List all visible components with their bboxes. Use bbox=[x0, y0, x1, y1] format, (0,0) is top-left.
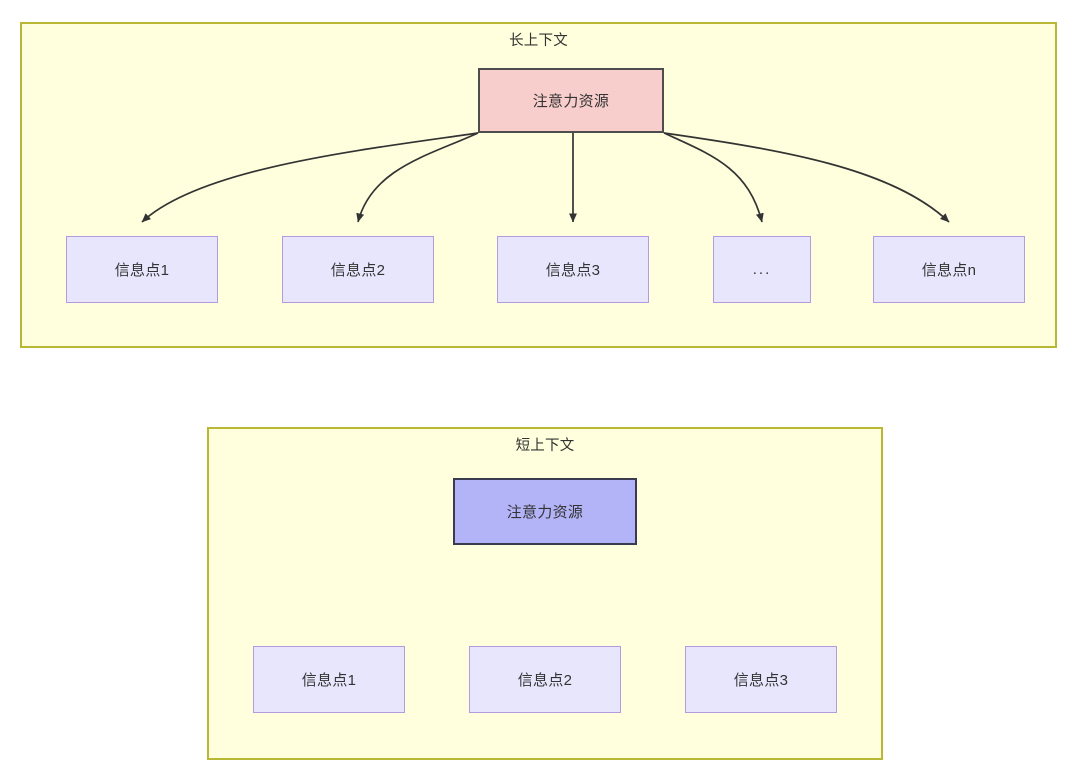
node-label: 信息点2 bbox=[517, 672, 573, 689]
node-label: 信息点n bbox=[921, 262, 977, 279]
node-label: 信息点2 bbox=[330, 262, 386, 279]
node-info-point-1-short[interactable]: 信息点1 bbox=[253, 646, 405, 713]
node-label: ... bbox=[752, 261, 772, 278]
node-info-point-3-long[interactable]: 信息点3 bbox=[497, 236, 649, 303]
node-attention-resource-long[interactable]: 注意力资源 bbox=[478, 68, 664, 133]
node-info-point-2-long[interactable]: 信息点2 bbox=[282, 236, 434, 303]
node-info-point-1-long[interactable]: 信息点1 bbox=[66, 236, 218, 303]
node-label: 信息点1 bbox=[114, 262, 170, 279]
node-label: 信息点3 bbox=[545, 262, 601, 279]
node-label: 信息点3 bbox=[733, 672, 789, 689]
node-info-point-3-short[interactable]: 信息点3 bbox=[685, 646, 837, 713]
node-info-point-ellipsis-long[interactable]: ... bbox=[713, 236, 811, 303]
node-label: 注意力资源 bbox=[532, 93, 610, 110]
node-info-point-2-short[interactable]: 信息点2 bbox=[469, 646, 621, 713]
group-short-context-title: 短上下文 bbox=[515, 438, 575, 454]
node-info-point-n-long[interactable]: 信息点n bbox=[873, 236, 1025, 303]
node-label: 信息点1 bbox=[301, 672, 357, 689]
node-label: 注意力资源 bbox=[506, 504, 584, 521]
group-long-context-title: 长上下文 bbox=[509, 33, 568, 49]
node-attention-resource-short[interactable]: 注意力资源 bbox=[453, 478, 637, 545]
